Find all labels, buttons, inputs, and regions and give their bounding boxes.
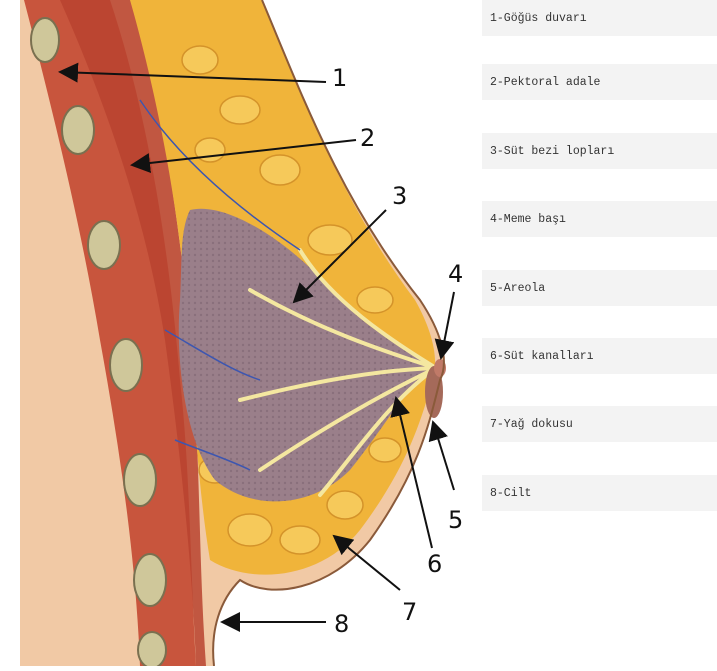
legend-panel: 1-Göğüs duvarı 2-Pektoral adale 3-Süt be… [482, 0, 717, 666]
callout-2: 2 [360, 124, 375, 152]
callout-4: 4 [448, 260, 463, 288]
anatomy-illustration: 1 2 3 4 5 6 7 8 [0, 0, 478, 666]
callout-1: 1 [332, 64, 347, 92]
arrow-5 [433, 422, 454, 490]
legend-item-4: 4-Meme başı [482, 201, 717, 237]
callout-8: 8 [334, 610, 349, 638]
legend-item-2: 2-Pektoral adale [482, 64, 717, 100]
callout-6: 6 [427, 550, 442, 578]
legend-item-3: 3-Süt bezi lopları [482, 133, 717, 169]
callout-3: 3 [392, 182, 407, 210]
breast-anatomy-diagram: 1 2 3 4 5 6 7 8 [0, 0, 478, 666]
callout-5: 5 [448, 506, 463, 534]
legend-item-6: 6-Süt kanalları [482, 338, 717, 374]
legend-item-7: 7-Yağ dokusu [482, 406, 717, 442]
legend-item-1: 1-Göğüs duvarı [482, 0, 717, 36]
callout-7: 7 [402, 598, 417, 626]
legend-item-8: 8-Cilt [482, 475, 717, 511]
arrow-4 [441, 292, 454, 358]
legend-item-5: 5-Areola [482, 270, 717, 306]
